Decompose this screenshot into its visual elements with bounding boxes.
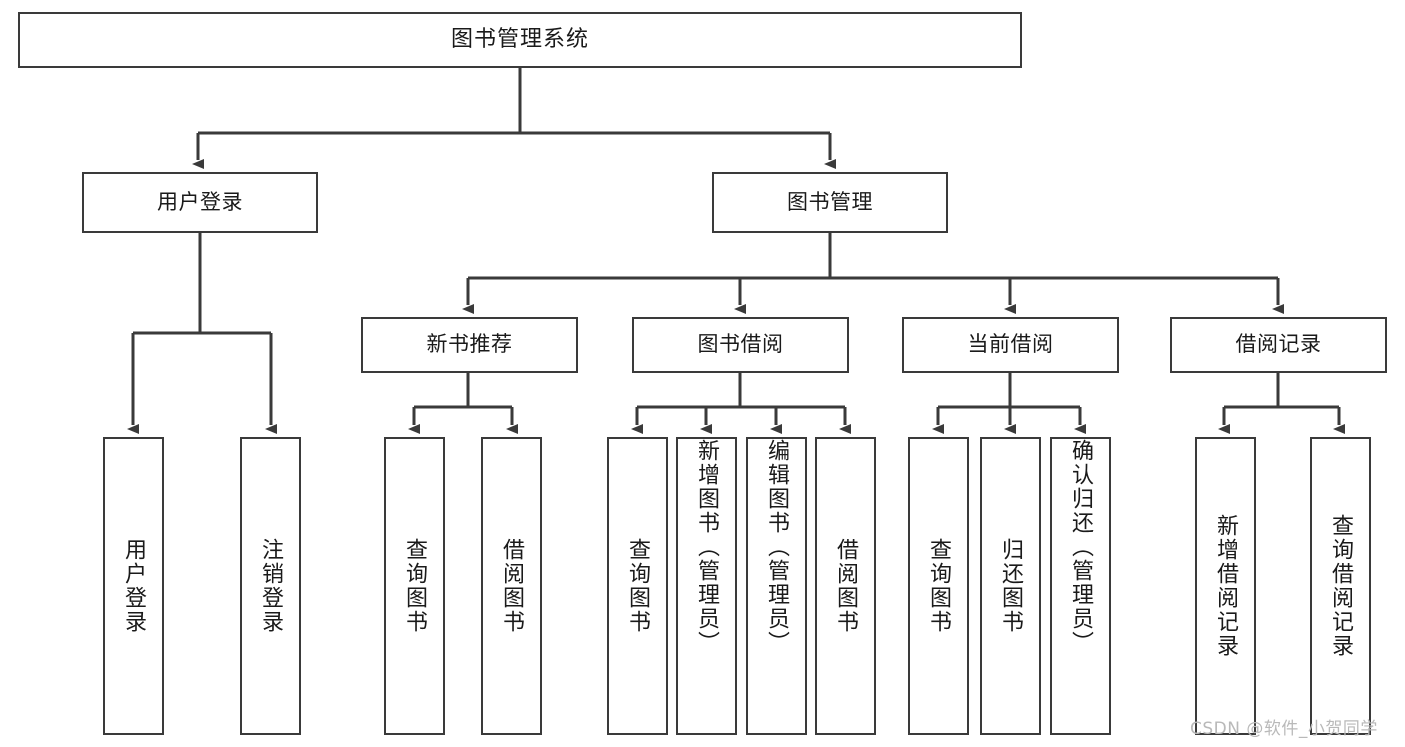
leaf-cb-query-book-label: 查询图书 [926,538,952,634]
leaf-bb-add-book[interactable]: 新增图书（管理员） [676,437,737,735]
leaf-nb-query-book[interactable]: 查询图书 [384,437,445,735]
leaf-logout-label: 注销登录 [258,538,284,634]
leaf-bb-edit-book[interactable]: 编辑图书（管理员） [746,437,807,735]
node-book-borrow-label: 图书借阅 [697,332,784,357]
node-borrow-record[interactable]: 借阅记录 [1170,317,1387,373]
node-borrow-record-label: 借阅记录 [1235,332,1322,357]
node-user-login-label: 用户登录 [157,189,243,214]
leaf-cb-return-book-label: 归还图书 [998,538,1024,634]
leaf-bb-edit-book-label: 编辑图书（管理员） [764,439,790,655]
node-user-login[interactable]: 用户登录 [82,172,318,233]
node-current-borrow[interactable]: 当前借阅 [902,317,1119,373]
leaf-nb-query-book-label: 查询图书 [402,538,428,634]
leaf-cb-confirm-return[interactable]: 确认归还（管理员） [1050,437,1111,735]
leaf-logout[interactable]: 注销登录 [240,437,301,735]
watermark-text: CSDN @软件_小贺同学 [1190,719,1378,739]
node-current-borrow-label: 当前借阅 [967,332,1054,357]
leaf-nb-borrow-book[interactable]: 借阅图书 [481,437,542,735]
leaf-bb-borrow-book-label: 借阅图书 [833,538,859,634]
node-new-book-recommend[interactable]: 新书推荐 [361,317,578,373]
leaf-bb-query-book-label: 查询图书 [625,538,651,634]
leaf-cb-query-book[interactable]: 查询图书 [908,437,969,735]
leaf-bb-query-book[interactable]: 查询图书 [607,437,668,735]
leaf-br-add-record[interactable]: 新增借阅记录 [1195,437,1256,735]
leaf-cb-confirm-return-label: 确认归还（管理员） [1068,439,1094,655]
node-book-manage-label: 图书管理 [787,189,873,214]
leaf-user-login[interactable]: 用户登录 [103,437,164,735]
node-root[interactable]: 图书管理系统 [18,12,1022,68]
node-new-book-recommend-label: 新书推荐 [426,332,513,357]
leaf-bb-borrow-book[interactable]: 借阅图书 [815,437,876,735]
leaf-br-query-record-label: 查询借阅记录 [1328,514,1354,658]
node-book-manage[interactable]: 图书管理 [712,172,948,233]
node-root-label: 图书管理系统 [450,26,589,52]
leaf-nb-borrow-book-label: 借阅图书 [499,538,525,634]
leaf-user-login-label: 用户登录 [121,538,147,634]
leaf-bb-add-book-label: 新增图书（管理员） [694,439,720,655]
leaf-br-query-record[interactable]: 查询借阅记录 [1310,437,1371,735]
leaf-br-add-record-label: 新增借阅记录 [1213,514,1239,658]
node-book-borrow[interactable]: 图书借阅 [632,317,849,373]
leaf-cb-return-book[interactable]: 归还图书 [980,437,1041,735]
